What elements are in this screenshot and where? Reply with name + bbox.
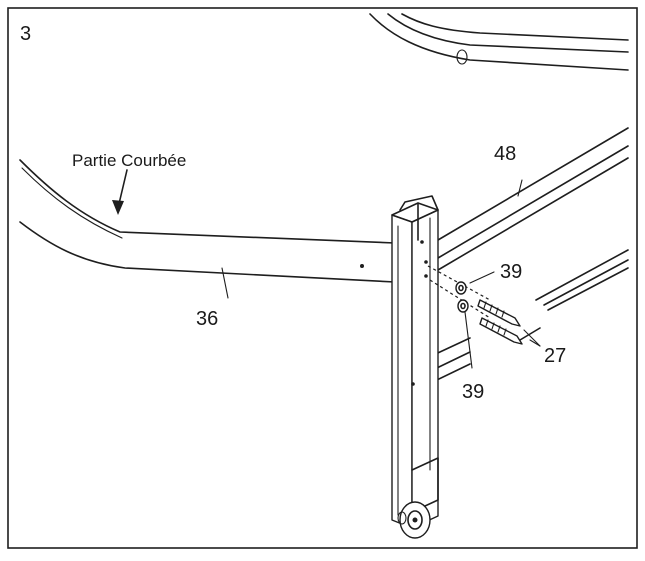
upper-frame-part	[369, 13, 629, 71]
crossbar-48	[437, 127, 629, 271]
upright-post	[391, 195, 439, 529]
label-part-39-top: 39	[500, 261, 522, 283]
washers-39	[455, 281, 469, 313]
label-part-27: 27	[544, 345, 566, 367]
leader-lines	[112, 169, 541, 369]
label-part-36: 36	[196, 308, 218, 330]
bolts-27	[477, 299, 523, 345]
step-number: 3	[20, 23, 31, 45]
frame-hole	[456, 49, 468, 65]
label-curved-part: Partie Courbée	[72, 151, 186, 170]
wheel	[397, 501, 431, 539]
label-part-39-bottom: 39	[462, 381, 484, 403]
rail-36	[19, 159, 396, 283]
label-part-48: 48	[494, 143, 516, 165]
side-rails	[519, 249, 629, 341]
rail-hole	[360, 264, 364, 268]
